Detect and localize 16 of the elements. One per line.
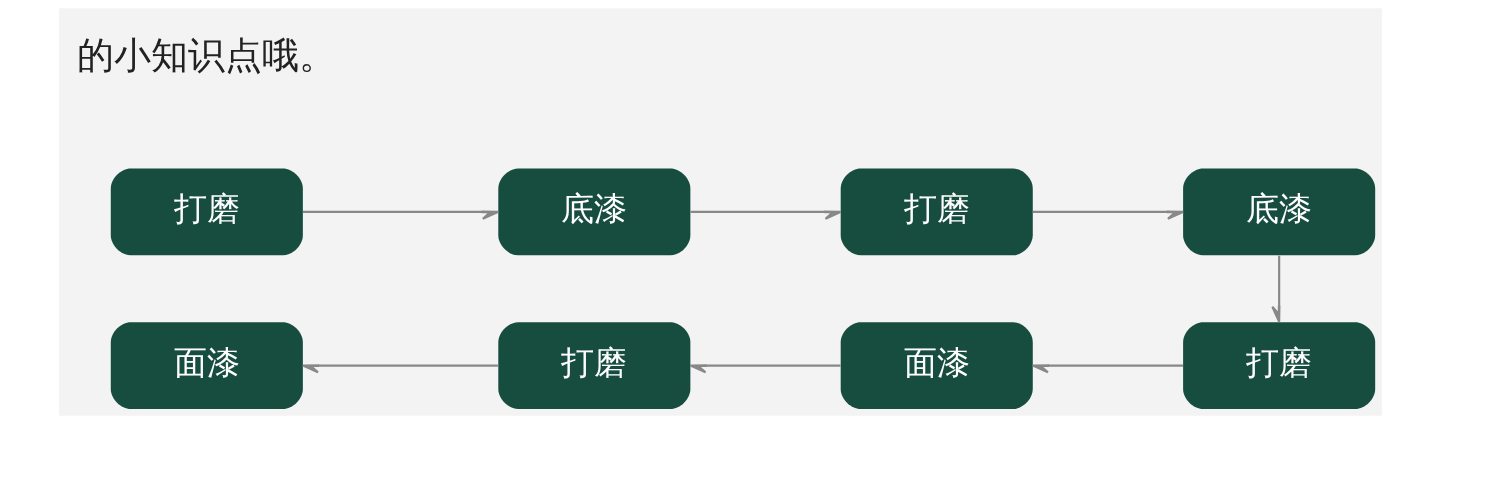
arrow [302,210,499,220]
node-box: 面漆 [840,322,1033,410]
node-box: 打磨 [110,168,303,256]
node-box: 打磨 [1182,322,1375,410]
arrow [689,210,842,220]
arrow [1270,255,1280,323]
arrow [301,364,498,374]
arrow [1031,364,1183,374]
arrow [688,364,841,374]
arrow [1032,210,1184,220]
node-box: 面漆 [110,322,303,410]
node-box: 底漆 [1182,168,1375,256]
node-box: 底漆 [497,168,690,256]
node-box: 打磨 [497,322,690,410]
node-box: 打磨 [840,168,1033,256]
label: 的小知识点哦。 [76,33,336,77]
